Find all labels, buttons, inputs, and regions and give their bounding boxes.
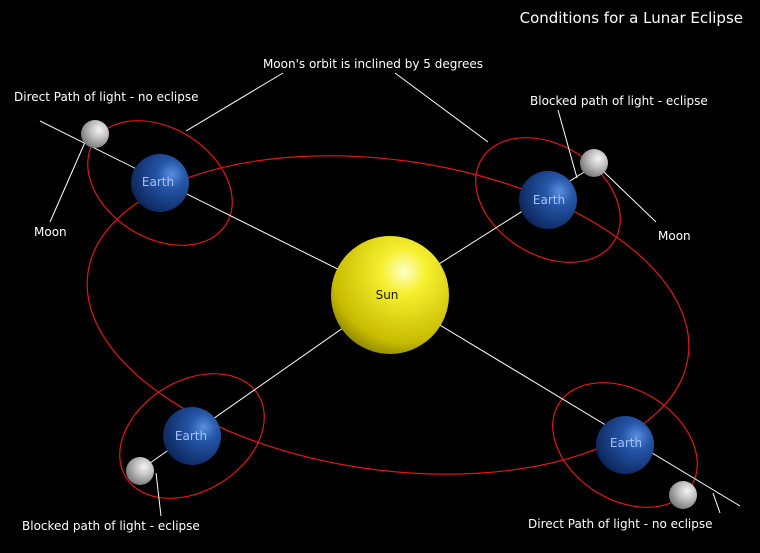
leader-direct-bottom-right — [712, 492, 721, 514]
moon-top-right — [580, 149, 608, 177]
leader-moon-right — [603, 171, 657, 223]
earth-label-top-left: Earth — [142, 175, 174, 189]
earth-top-left — [131, 154, 189, 212]
moon-orbit-top-right — [475, 137, 621, 263]
label-moon-right: Moon — [658, 229, 691, 243]
moon-bottom-left — [126, 457, 154, 485]
label-moon-left: Moon — [34, 225, 67, 239]
leader-blocked-top-right — [557, 109, 578, 179]
earth-bottom-left — [163, 407, 221, 465]
light-ray-top-left — [39, 120, 391, 296]
label-blocked-bottom-left: Blocked path of light - eclipse — [22, 519, 200, 533]
moon-orbit-bottom-left — [119, 373, 265, 499]
diagram-title: Conditions for a Lunar Eclipse — [520, 9, 743, 27]
earth-top-right — [519, 171, 577, 229]
leader-blocked-bottom-left — [155, 472, 162, 517]
moon-top-left — [81, 120, 109, 148]
earth-label-bottom-left: Earth — [175, 429, 207, 443]
label-direct-bottom-right: Direct Path of light - no eclipse — [528, 517, 713, 531]
label-inclination: Moon's orbit is inclined by 5 degrees — [263, 57, 483, 71]
leader-moon-left — [49, 139, 87, 223]
sun-label: Sun — [376, 288, 399, 302]
earth-bottom-right — [596, 416, 654, 474]
earth-label-bottom-right: Earth — [610, 436, 642, 450]
leader-inclination-right — [394, 72, 489, 143]
label-blocked-top-right: Blocked path of light - eclipse — [530, 94, 708, 108]
light-ray-bottom-right — [389, 294, 741, 507]
earth-orbit — [86, 155, 690, 475]
moon-bottom-right — [669, 481, 697, 509]
label-direct-top-left: Direct Path of light - no eclipse — [14, 90, 199, 104]
leader-inclination-left — [185, 72, 284, 132]
earth-label-top-right: Earth — [533, 193, 565, 207]
sun — [331, 236, 449, 354]
